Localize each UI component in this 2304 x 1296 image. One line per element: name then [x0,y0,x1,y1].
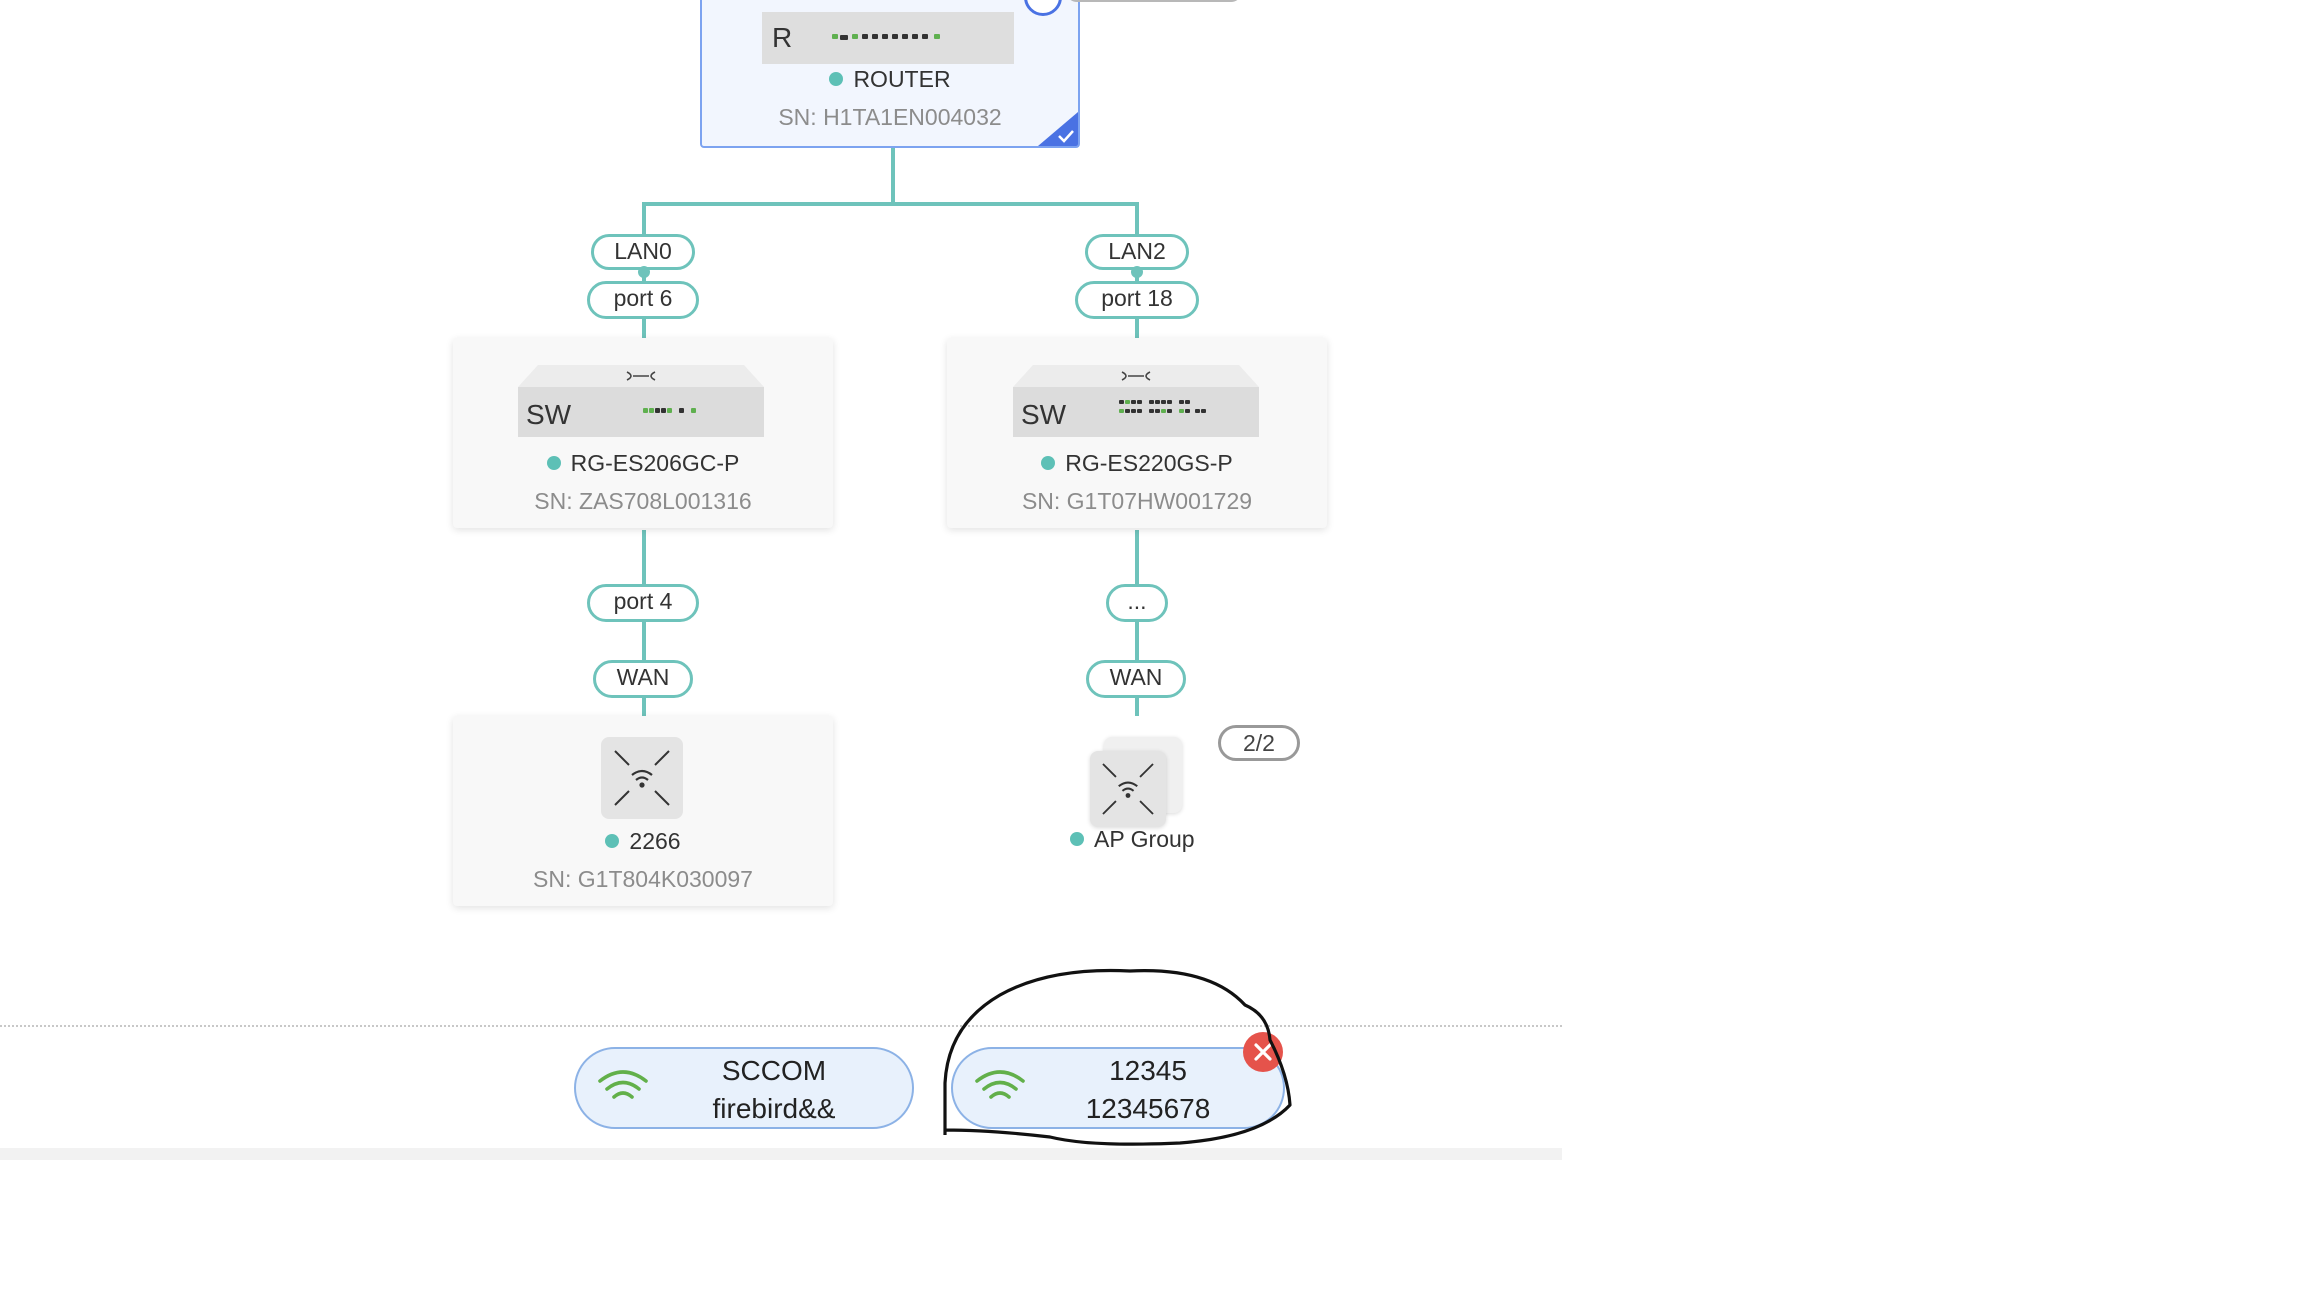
router-top-tag [1066,0,1242,2]
link-segment [642,696,646,716]
switch-sn: SN: ZAS708L001316 [534,488,752,514]
link-segment [642,620,646,662]
switch-device-image: SW [518,365,764,437]
router-name: ROUTER [702,66,1078,93]
switch-name: RG-ES220GS-P [947,450,1327,477]
branch-right-link [1135,202,1139,236]
wifi-icon [598,1070,648,1099]
access-point-icon [601,737,683,819]
port-label-port18[interactable]: port 18 [1075,281,1199,319]
ap-name: 2266 [453,828,833,855]
ssid-card-sccom[interactable]: SCCOM firebird&& [574,1047,914,1129]
online-status-dot [605,834,620,848]
branch-horizontal-link [642,202,1139,206]
online-status-dot [1070,832,1084,846]
ap-card-2266[interactable]: 2266 SN: G1T804K030097 [453,716,833,906]
port-label-port4[interactable]: port 4 [587,584,699,622]
branch-left-link [642,202,646,236]
link-segment [1135,318,1139,338]
port-label-ap-wan[interactable]: WAN [593,660,693,698]
router-type-label: R [772,22,793,53]
online-status-dot [546,456,561,470]
ssid-card-12345[interactable]: 12345 12345678 [951,1047,1285,1129]
switch-type-label: SW [526,399,572,430]
link-segment [1135,696,1139,716]
switch-card-es206[interactable]: SW RG-ES206GC-P SN: ZAS708L001316 [453,338,833,528]
link-segment [642,530,646,586]
switch-ports [643,408,703,416]
port-label-apgroup-wan[interactable]: WAN [1086,660,1186,698]
port-label-port6[interactable]: port 6 [587,281,699,319]
switch-sn: SN: G1T07HW001729 [1021,488,1253,514]
selected-corner-check-icon [1038,112,1078,146]
wifi-icon [975,1070,1025,1099]
ssid-name: 12345 [1109,1055,1187,1086]
port-label-more[interactable]: ... [1106,584,1168,622]
switch-logo-icon [626,371,656,381]
port-connector-dot [1131,266,1143,278]
online-status-dot [1041,456,1056,470]
ssid-password: firebird&& [712,1093,836,1124]
ssid-name: SCCOM [721,1055,827,1086]
switch-name: RG-ES206GC-P [453,450,833,477]
dotted-separator [0,1025,1562,1027]
ap-group-name: AP Group [1070,826,1220,853]
switch-card-es220[interactable]: SW RG-ES220GS-P SN: G1T07HW001729 [947,338,1327,528]
router-card[interactable]: R ROUTER SN: H1TA1EN004032 [700,0,1080,148]
ap-group-node[interactable]: AP Group [1070,730,1300,866]
ap-group-count-badge[interactable]: 2/2 [1218,725,1300,761]
access-point-icon [1090,751,1166,827]
ssid-password: 12345678 [1085,1093,1211,1124]
switch-ports [1119,400,1219,424]
router-ports [832,33,982,43]
online-status-dot [829,72,844,86]
close-icon [1254,1043,1272,1061]
switch-type-label: SW [1021,399,1067,430]
router-device-image: R [762,12,1014,64]
port-connector-dot [638,266,650,278]
router-sn: SN: H1TA1EN004032 [778,104,1002,130]
port-label-lan0[interactable]: LAN0 [591,234,695,270]
ap-sn: SN: G1T804K030097 [533,866,753,892]
port-label-lan2[interactable]: LAN2 [1085,234,1189,270]
link-segment [1135,620,1139,662]
check-icon [1058,130,1074,143]
link-segment [1135,530,1139,586]
ssid-bar-bottom-edge [0,1148,1562,1160]
switch-device-image: SW [1013,365,1259,437]
router-trunk-link [891,148,895,204]
hand-drawn-annotation [943,968,1292,1146]
link-segment [642,318,646,338]
switch-logo-icon [1121,371,1151,381]
